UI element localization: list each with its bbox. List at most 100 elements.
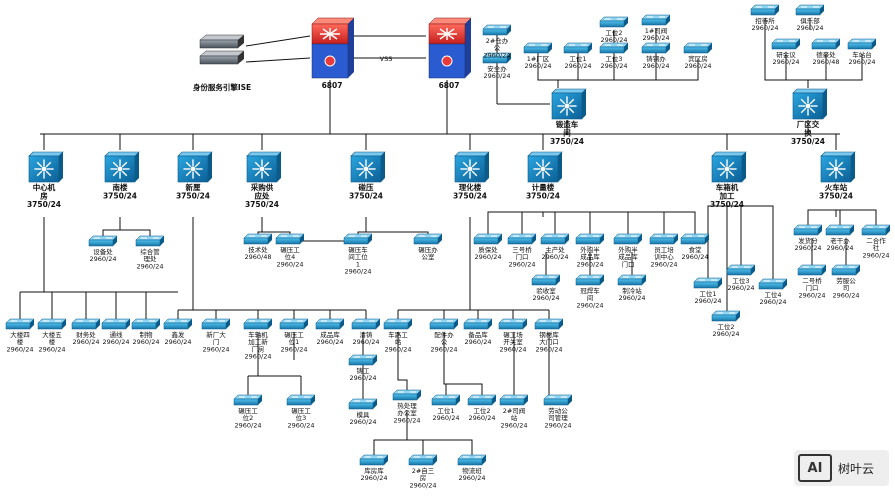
access-switch-10[interactable]: [750, 4, 780, 16]
vss-label: VSS: [380, 55, 393, 63]
ise-server-1[interactable]: [199, 34, 245, 49]
access-switch-34[interactable]: [711, 310, 741, 322]
access-switch-40[interactable]: [5, 318, 35, 330]
access-switch-1[interactable]: [482, 24, 512, 36]
access-switch-12[interactable]: [771, 38, 801, 50]
agg-switch-8[interactable]: [711, 151, 747, 183]
access-switch-44[interactable]: [131, 318, 161, 330]
access-switch-18[interactable]: [275, 233, 305, 245]
access-switch-50[interactable]: [351, 318, 381, 330]
agg-switch-7[interactable]: [527, 151, 563, 183]
access-switch-49[interactable]: [315, 318, 345, 330]
access-switch-36[interactable]: [825, 224, 855, 236]
access-switch-67[interactable]: [457, 454, 487, 466]
access-switch-13[interactable]: [811, 38, 841, 50]
access-switch-63[interactable]: [499, 394, 529, 406]
access-switch-55[interactable]: [534, 318, 564, 330]
access-switch-52[interactable]: [429, 318, 459, 330]
access-switch-33[interactable]: [758, 278, 788, 290]
access-switch-46[interactable]: [201, 318, 231, 330]
access-switch-60[interactable]: [392, 389, 422, 401]
access-switch-56[interactable]: [348, 354, 378, 366]
access-switch-11[interactable]: [795, 4, 825, 16]
access-switch-39[interactable]: [831, 264, 861, 276]
ise-server-2[interactable]: [199, 50, 245, 65]
access-switch-45[interactable]: [163, 318, 193, 330]
access-switch-42[interactable]: [71, 318, 101, 330]
agg8-r: [727, 205, 774, 280]
access-switch-27[interactable]: [680, 233, 710, 245]
access-switch-35[interactable]: [793, 224, 823, 236]
access-switch-32[interactable]: [726, 264, 756, 276]
access-switch-66[interactable]: [408, 454, 438, 466]
agg-switch-10[interactable]: [551, 88, 587, 120]
access-switch-25[interactable]: [613, 233, 643, 245]
access-switch-28[interactable]: [531, 274, 561, 286]
access-switch-59[interactable]: [286, 394, 316, 406]
access-switch-15[interactable]: [88, 235, 118, 247]
access-switch-64[interactable]: [543, 394, 573, 406]
access-switch-31[interactable]: [693, 277, 723, 289]
access-switch-58[interactable]: [233, 394, 263, 406]
access-switch-7[interactable]: [641, 14, 671, 26]
core-switch-2[interactable]: [428, 17, 472, 79]
agg-switch-4[interactable]: [246, 151, 282, 183]
access-switch-38[interactable]: [797, 264, 827, 276]
access-switch-53[interactable]: [463, 318, 493, 330]
access-switch-54[interactable]: [498, 318, 528, 330]
agg-switch-6[interactable]: [454, 151, 490, 183]
access-switch-61[interactable]: [431, 394, 461, 406]
access-switch-16[interactable]: [135, 235, 165, 247]
agg-switch-5[interactable]: [350, 151, 386, 183]
agg8-l: [707, 205, 728, 279]
agg-switch-2[interactable]: [104, 151, 140, 183]
access-switch-9[interactable]: [683, 42, 713, 54]
access-switch-65[interactable]: [359, 454, 389, 466]
access-switch-30[interactable]: [617, 274, 647, 286]
access-switch-6[interactable]: [599, 42, 629, 54]
access-switch-41[interactable]: [37, 318, 67, 330]
access-switch-5[interactable]: [599, 16, 629, 28]
access-switch-4[interactable]: [563, 42, 593, 54]
access-switch-26[interactable]: [649, 233, 679, 245]
access-switch-29[interactable]: [575, 274, 605, 286]
access-switch-2[interactable]: [482, 52, 512, 64]
agg-switch-3[interactable]: [177, 151, 213, 183]
access-switch-3[interactable]: [523, 42, 553, 54]
agg-switch-11[interactable]: [792, 88, 828, 120]
access-switch-37[interactable]: [861, 224, 891, 236]
access-switch-62[interactable]: [467, 394, 497, 406]
access-switch-20[interactable]: [413, 233, 443, 245]
access-switch-8[interactable]: [641, 42, 671, 54]
access-switch-43[interactable]: [101, 318, 131, 330]
access-switch-19[interactable]: [343, 233, 373, 245]
core-switch-1[interactable]: [311, 17, 355, 79]
access-switch-47[interactable]: [243, 318, 273, 330]
access-switch-24[interactable]: [575, 233, 605, 245]
access-switch-17[interactable]: [243, 233, 273, 245]
agg-switch-9[interactable]: [820, 151, 856, 183]
access-switch-57[interactable]: [348, 398, 378, 410]
access-switch-51[interactable]: [383, 318, 413, 330]
agg-switch-1[interactable]: [28, 151, 64, 183]
agg9-l: [807, 209, 837, 226]
access-switch-14[interactable]: [847, 38, 877, 50]
access-switch-21[interactable]: [473, 233, 503, 245]
access-switch-23[interactable]: [540, 233, 570, 245]
access-switch-22[interactable]: [507, 233, 537, 245]
access-switch-48[interactable]: [279, 318, 309, 330]
